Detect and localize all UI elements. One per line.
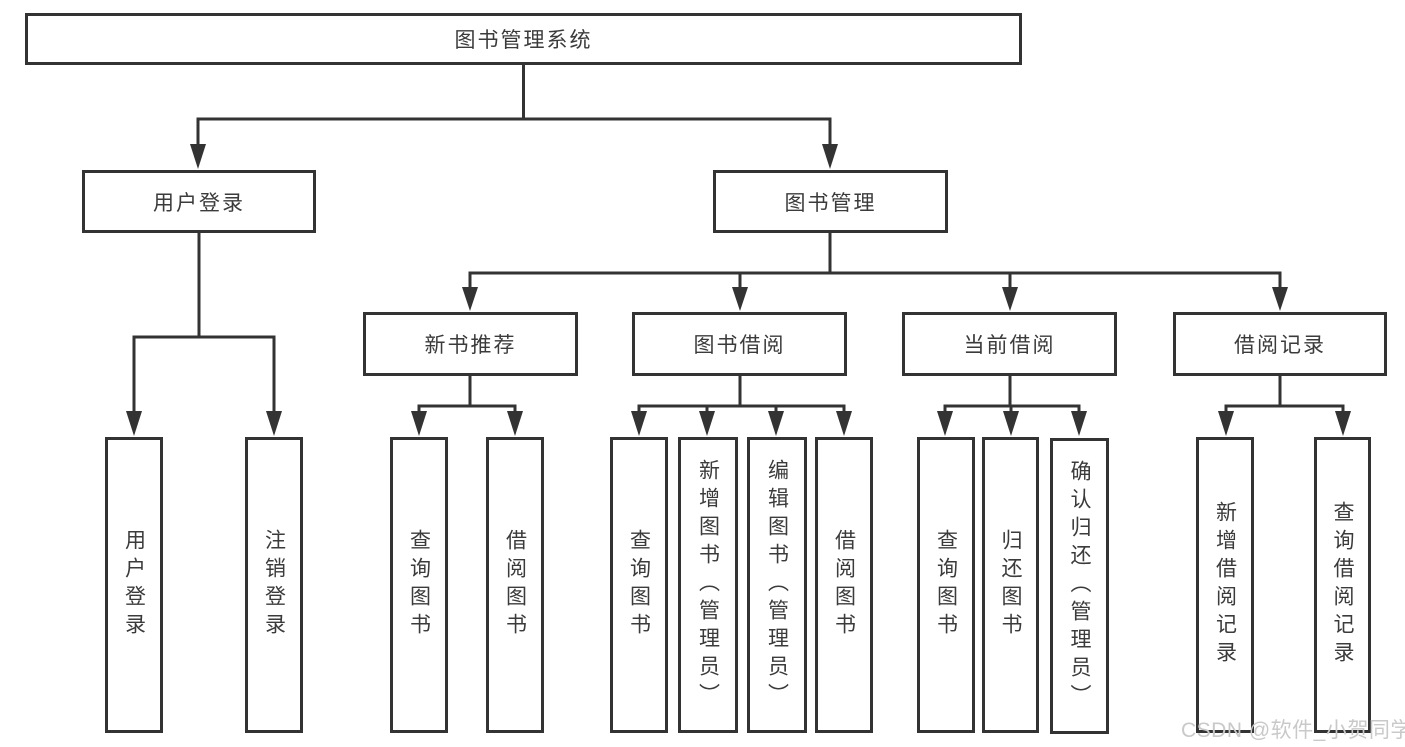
node-current-borrowing: 当前借阅 xyxy=(902,312,1117,376)
leaf-borrow-books-borrowing: 借阅图书 xyxy=(815,437,873,733)
node-borrowing-records: 借阅记录 xyxy=(1173,312,1387,376)
node-new-book-recommendation: 新书推荐 xyxy=(363,312,578,376)
node-library-system: 图书管理系统 xyxy=(25,13,1022,65)
leaf-query-books-borrowing: 查询图书 xyxy=(610,437,668,733)
leaf-return-books: 归还图书 xyxy=(982,437,1039,733)
leaf-query-books-current: 查询图书 xyxy=(917,437,975,733)
connector-paths xyxy=(132,64,1345,416)
leaf-borrow-books-recommend: 借阅图书 xyxy=(486,437,544,733)
leaf-edit-book-admin: 编辑图书（管理员） xyxy=(747,437,807,733)
node-user-login: 用户登录 xyxy=(82,170,316,233)
watermark: CSDN @软件_小贺同学 xyxy=(1181,719,1405,742)
leaf-user-login: 用户登录 xyxy=(105,437,163,733)
leaf-query-books-recommend: 查询图书 xyxy=(390,437,448,733)
leaf-confirm-return-admin: 确认归还（管理员） xyxy=(1050,438,1109,734)
leaf-logout: 注销登录 xyxy=(245,437,303,733)
arrowheads xyxy=(126,144,1351,436)
node-book-management: 图书管理 xyxy=(713,170,948,233)
leaf-add-borrow-record: 新增借阅记录 xyxy=(1196,437,1254,733)
node-book-borrowing: 图书借阅 xyxy=(632,312,847,376)
leaf-query-borrow-record: 查询借阅记录 xyxy=(1314,437,1371,733)
leaf-add-book-admin: 新增图书（管理员） xyxy=(678,437,738,733)
